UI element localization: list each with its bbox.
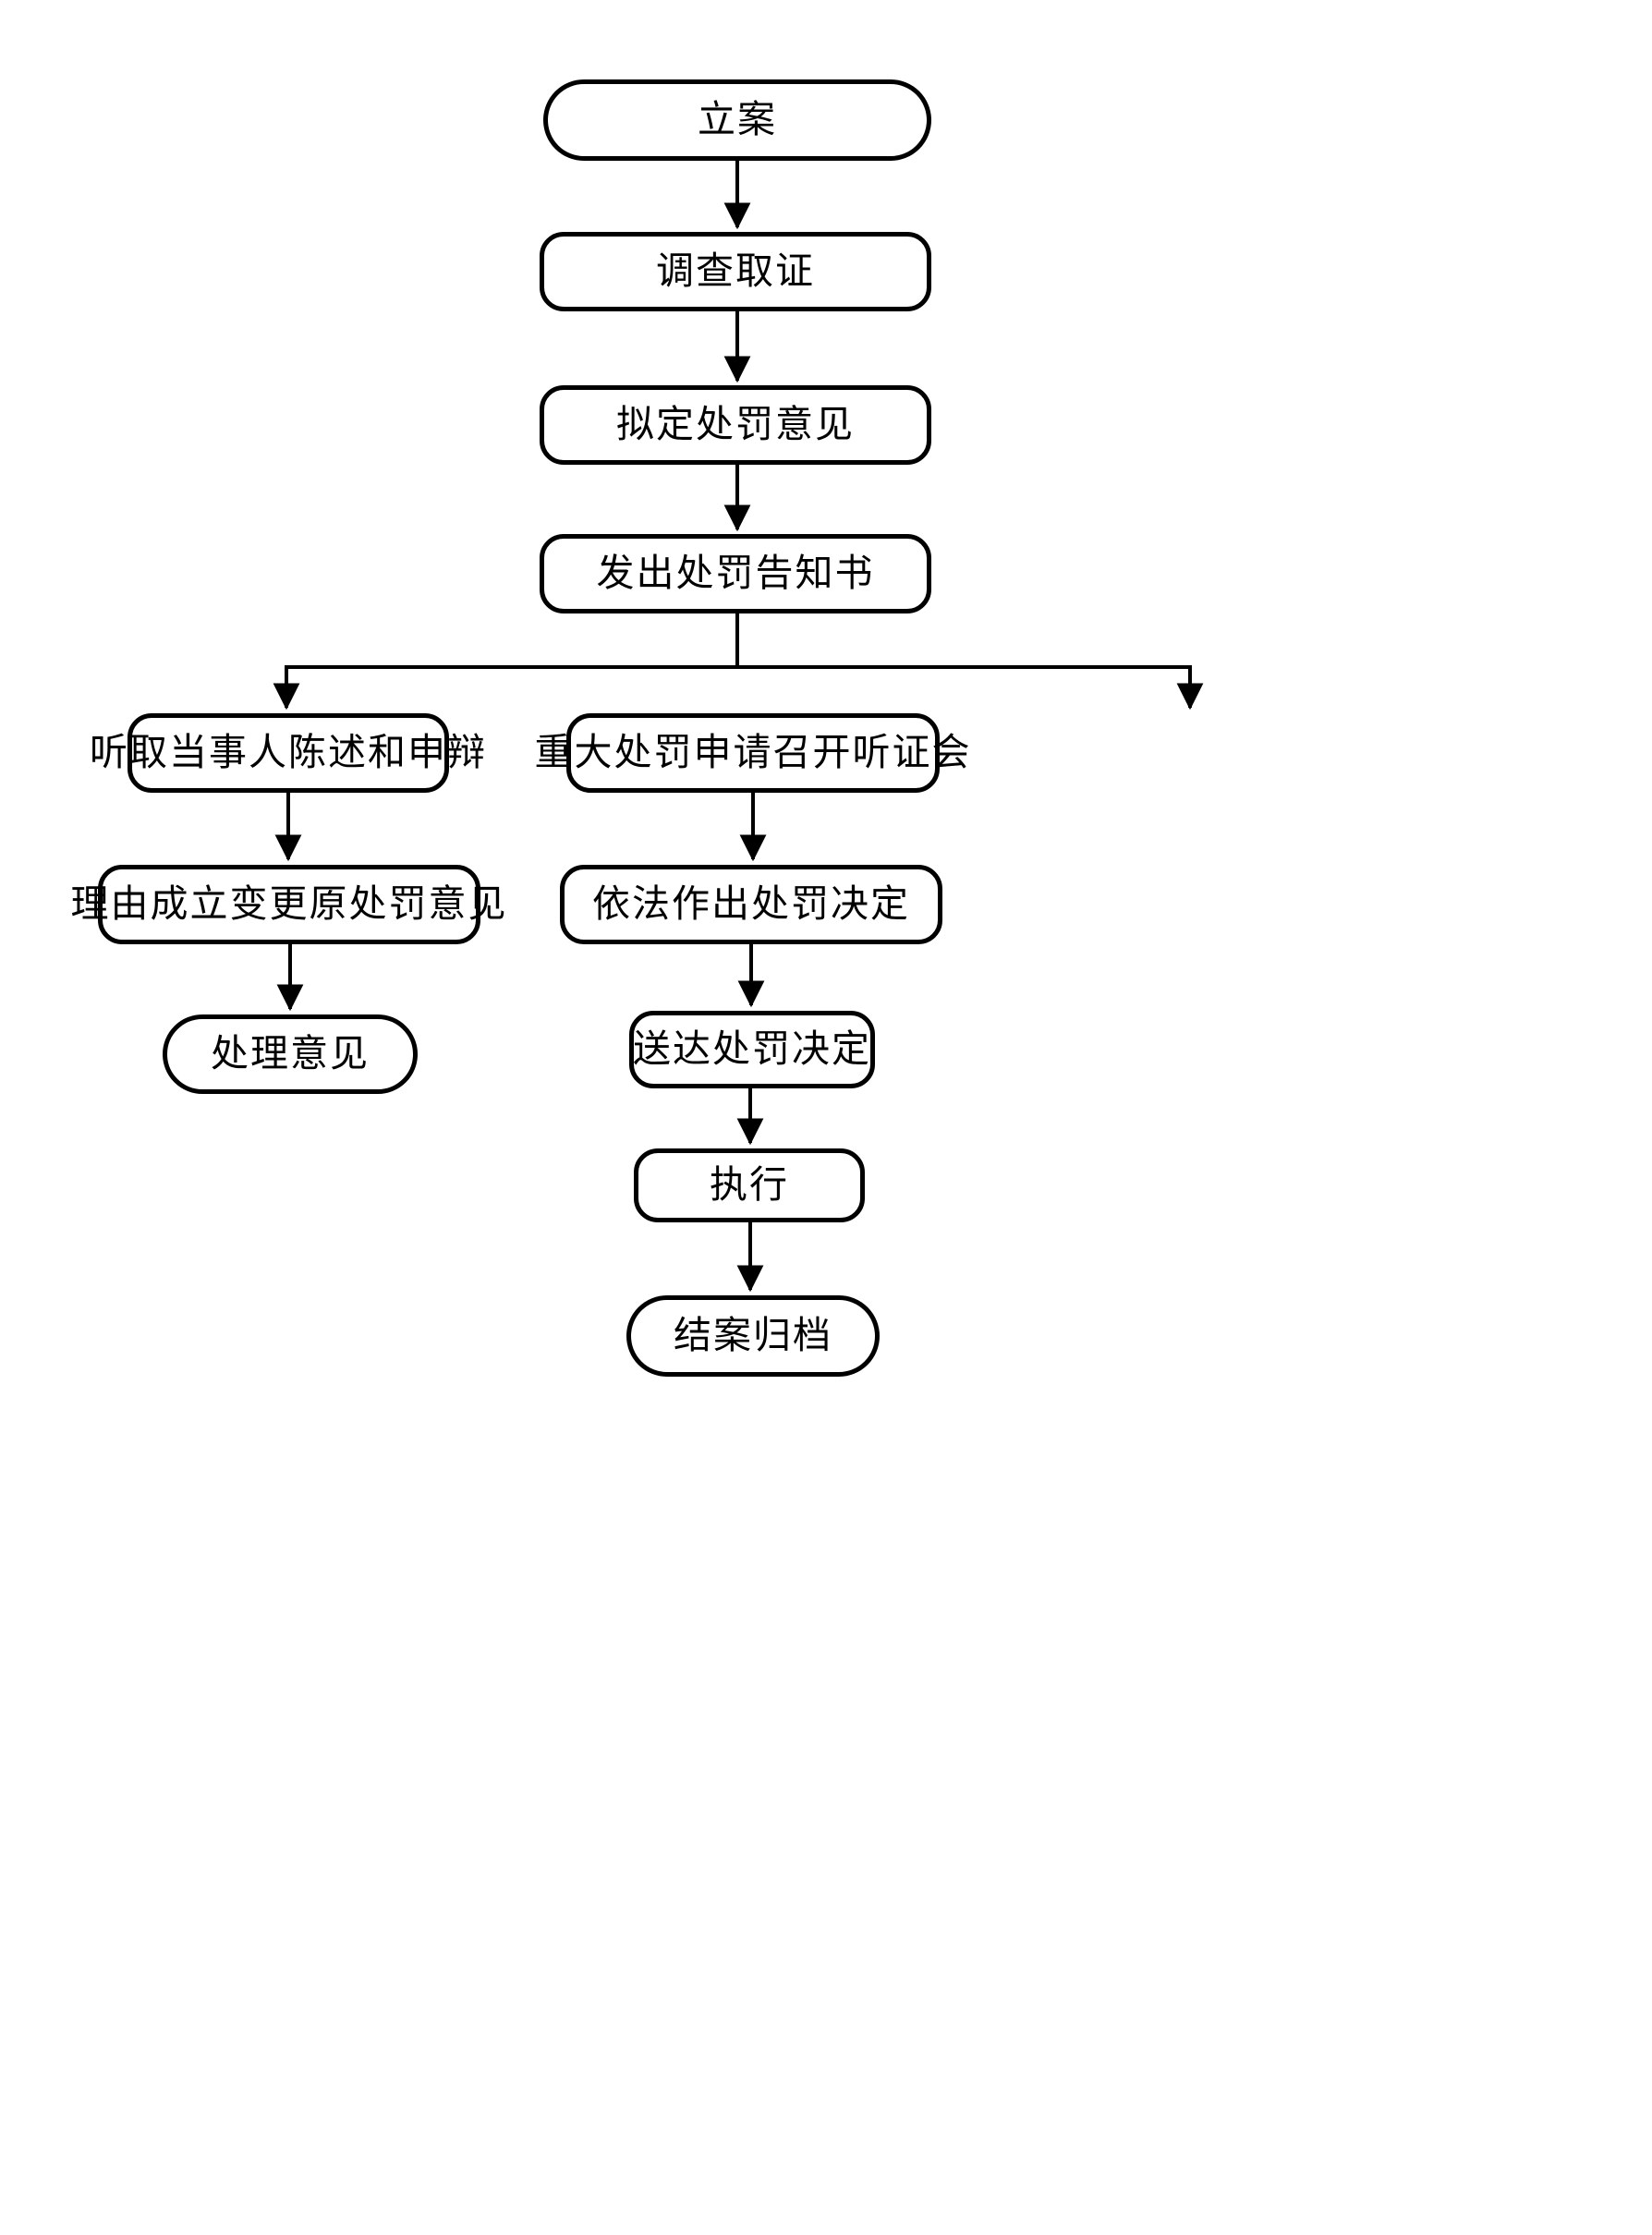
- node-chu-li-yi-jian[interactable]: 处理意见: [163, 1014, 418, 1094]
- node-diao-cha-qu-zheng[interactable]: 调查取证: [540, 232, 931, 311]
- node-fa-chu-chu-fa-gao-zhi-shu[interactable]: 发出处罚告知书: [540, 534, 931, 613]
- node-label: 依法作出处罚决定: [592, 881, 910, 927]
- node-yi-fa-zuo-chu-chu-fa-jue-ding[interactable]: 依法作出处罚决定: [560, 865, 942, 944]
- node-label: 立案: [698, 97, 777, 142]
- node-zhong-da-chu-fa-ting-zheng-hui[interactable]: 重大处罚申请召开听证会: [535, 713, 970, 793]
- node-ting-qu-chen-shu-shen-bian[interactable]: 听取当事人陈述和申辩: [90, 713, 485, 793]
- node-label: 调查取证: [656, 249, 815, 294]
- node-ni-ding-chu-fa-yi-jian[interactable]: 拟定处罚意见: [540, 385, 931, 465]
- node-label: 理由成立变更原处罚意见: [70, 881, 508, 927]
- node-zhi-xing[interactable]: 执行: [634, 1148, 865, 1222]
- node-label: 结案归档: [674, 1313, 832, 1358]
- node-li-an[interactable]: 立案: [543, 79, 931, 161]
- node-li-you-cheng-li-bian-geng[interactable]: 理由成立变更原处罚意见: [71, 865, 506, 944]
- node-song-da-chu-fa-jue-ding[interactable]: 送达处罚决定: [629, 1011, 875, 1088]
- node-label: 发出处罚告知书: [596, 551, 875, 596]
- node-jie-an-gui-dang[interactable]: 结案归档: [626, 1295, 880, 1377]
- node-label: 执行: [710, 1162, 789, 1208]
- node-label: 处理意见: [211, 1031, 370, 1076]
- node-label: 听取当事人陈述和申辩: [90, 730, 487, 775]
- node-label: 重大处罚申请召开听证会: [534, 730, 972, 775]
- node-label: 送达处罚决定: [633, 1026, 871, 1072]
- node-label: 拟定处罚意见: [616, 402, 855, 447]
